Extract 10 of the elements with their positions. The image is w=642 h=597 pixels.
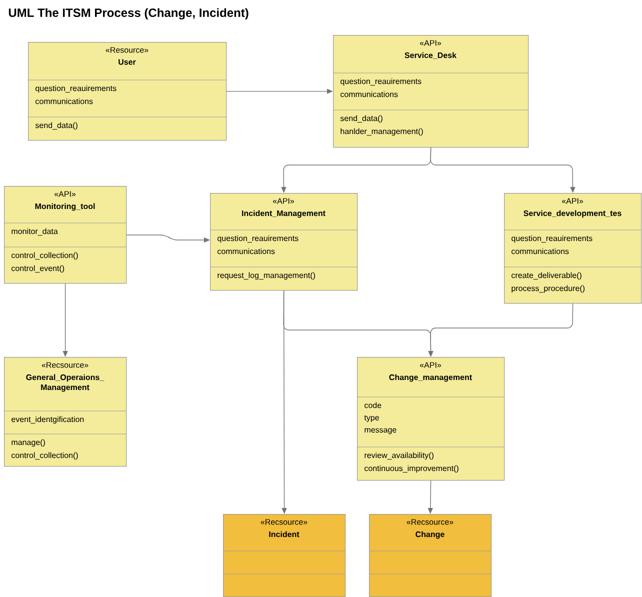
class-box: «Recsource» Incident xyxy=(222,514,346,597)
class-box: «API» Service_development_tes question_reauirements communications create_deliverable() process_procedure() xyxy=(504,193,642,304)
class-box: «Recsource» General_Operaions_ Management event_identgification manage() control_collection() xyxy=(4,357,127,467)
class-box: «API» Monitoring_tool monitor_data control_collection() control_event() xyxy=(4,186,127,284)
class-box: «Resource» User question_reauirements communications send_data() xyxy=(28,42,227,141)
class-box: «API» Incident_Management question_reauirements communications request_log_management() xyxy=(210,193,358,291)
class-box: «API» Service_Desk question_reauirements communications send_data() hanlder_management() xyxy=(332,35,529,148)
class-box: «API» Change_management code type message review_availability() continuous_improvement() xyxy=(356,357,505,481)
class-box: «Recsource» Change xyxy=(368,514,492,597)
diagram-title: UML The ITSM Process (Change, Incident) xyxy=(8,8,248,20)
